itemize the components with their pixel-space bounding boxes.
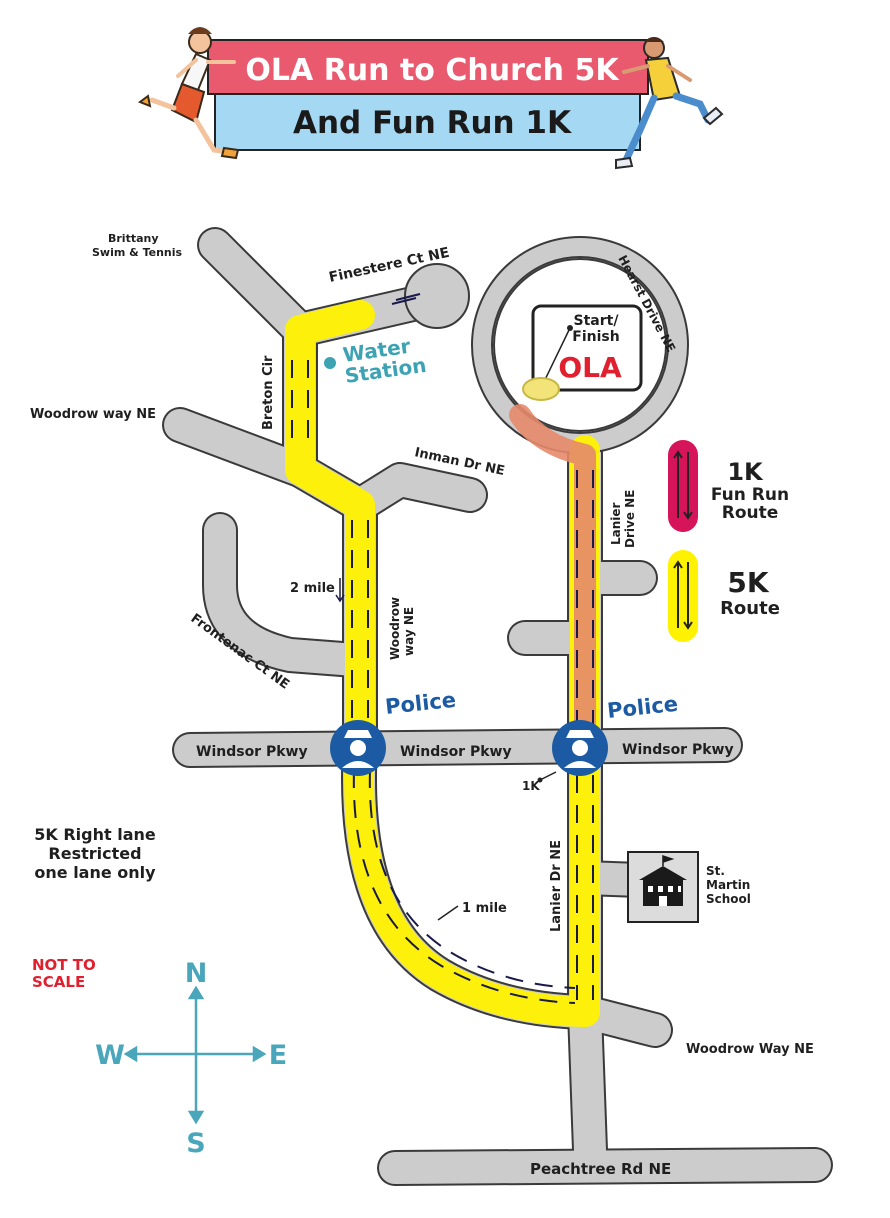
restriction-note-3: one lane only bbox=[34, 863, 156, 882]
header-banner: OLA Run to Church 5K And Fun Run 1K bbox=[137, 27, 724, 170]
ola-church: Start/ Finish OLA bbox=[531, 304, 643, 392]
police-marker-west bbox=[330, 720, 386, 776]
ola-label: OLA bbox=[558, 351, 622, 384]
police-label-west: Police bbox=[384, 688, 457, 719]
compass-south: S bbox=[186, 1128, 205, 1159]
mile-1-label: 1 mile bbox=[462, 901, 507, 916]
legend-5k-title: 5K bbox=[727, 566, 769, 599]
street-woodrow-west: Woodrow way NE bbox=[30, 407, 156, 422]
start-finish-label-2: Finish bbox=[572, 329, 619, 345]
compass-east: E bbox=[269, 1040, 287, 1071]
title-bar bbox=[207, 39, 649, 95]
school-label-3: School bbox=[706, 892, 751, 906]
restriction-note-1: 5K Right lane bbox=[34, 825, 156, 844]
street-woodrow-mid-1: Woodrow bbox=[388, 597, 402, 660]
street-brittany-1: Brittany bbox=[108, 232, 159, 245]
start-finish-label-1: Start/ bbox=[574, 313, 620, 329]
street-peachtree: Peachtree Rd NE bbox=[530, 1160, 671, 1178]
street-windsor-west: Windsor Pkwy bbox=[196, 744, 308, 760]
k-1-label: 1K bbox=[522, 779, 540, 793]
subtitle-bar bbox=[214, 93, 641, 151]
mile-2-arrow-icon bbox=[335, 578, 345, 603]
legend-5k-swatch bbox=[668, 550, 698, 642]
start-finish-marker bbox=[522, 377, 560, 401]
restriction-note-2: Restricted bbox=[48, 844, 141, 863]
street-woodrow-east: Woodrow Way NE bbox=[686, 1042, 814, 1057]
legend-1k-title: 1K bbox=[727, 458, 764, 486]
not-to-scale-1: NOT TO bbox=[32, 956, 96, 974]
water-station: Water Station bbox=[324, 334, 428, 388]
route-1k bbox=[509, 404, 596, 756]
page-subtitle: And Fun Run 1K bbox=[293, 105, 572, 141]
legend-1k-swatch bbox=[668, 440, 698, 532]
street-brittany-2: Swim & Tennis bbox=[92, 246, 183, 259]
not-to-scale-2: SCALE bbox=[32, 973, 85, 991]
school-label-2: Martin bbox=[706, 878, 750, 892]
finestere-cul-de-sac bbox=[404, 263, 470, 329]
mile-2-label: 2 mile bbox=[290, 581, 335, 596]
water-station-icon bbox=[324, 357, 336, 369]
police-label-east: Police bbox=[606, 692, 679, 723]
legend-1k-subtitle: Fun Run bbox=[711, 485, 789, 505]
compass-north: N bbox=[185, 958, 208, 989]
street-windsor-mid: Windsor Pkwy bbox=[400, 744, 512, 760]
street-windsor-east: Windsor Pkwy bbox=[622, 742, 734, 758]
school-label-1: St. bbox=[706, 864, 725, 878]
police-marker-east bbox=[552, 720, 608, 776]
runner-right-icon bbox=[615, 37, 724, 170]
street-breton: Breton Cir bbox=[261, 355, 276, 430]
compass-west: W bbox=[95, 1040, 125, 1071]
street-lanier-dr: Lanier Dr NE bbox=[549, 840, 564, 932]
legend: 1K Fun Run Route 5K Route bbox=[668, 440, 789, 642]
legend-1k-route: Route bbox=[722, 503, 779, 523]
runner-left-icon bbox=[137, 27, 240, 160]
street-woodrow-mid-2: way NE bbox=[402, 607, 416, 656]
street-lanier-drive-2: Drive NE bbox=[623, 490, 637, 548]
school-building-icon bbox=[627, 851, 699, 923]
compass-rose bbox=[123, 985, 267, 1125]
legend-5k-route: Route bbox=[720, 598, 780, 619]
street-lanier-drive-1: Lanier bbox=[609, 502, 623, 545]
page-title: OLA Run to Church 5K bbox=[245, 53, 620, 88]
route-lane-marks bbox=[291, 293, 594, 1004]
